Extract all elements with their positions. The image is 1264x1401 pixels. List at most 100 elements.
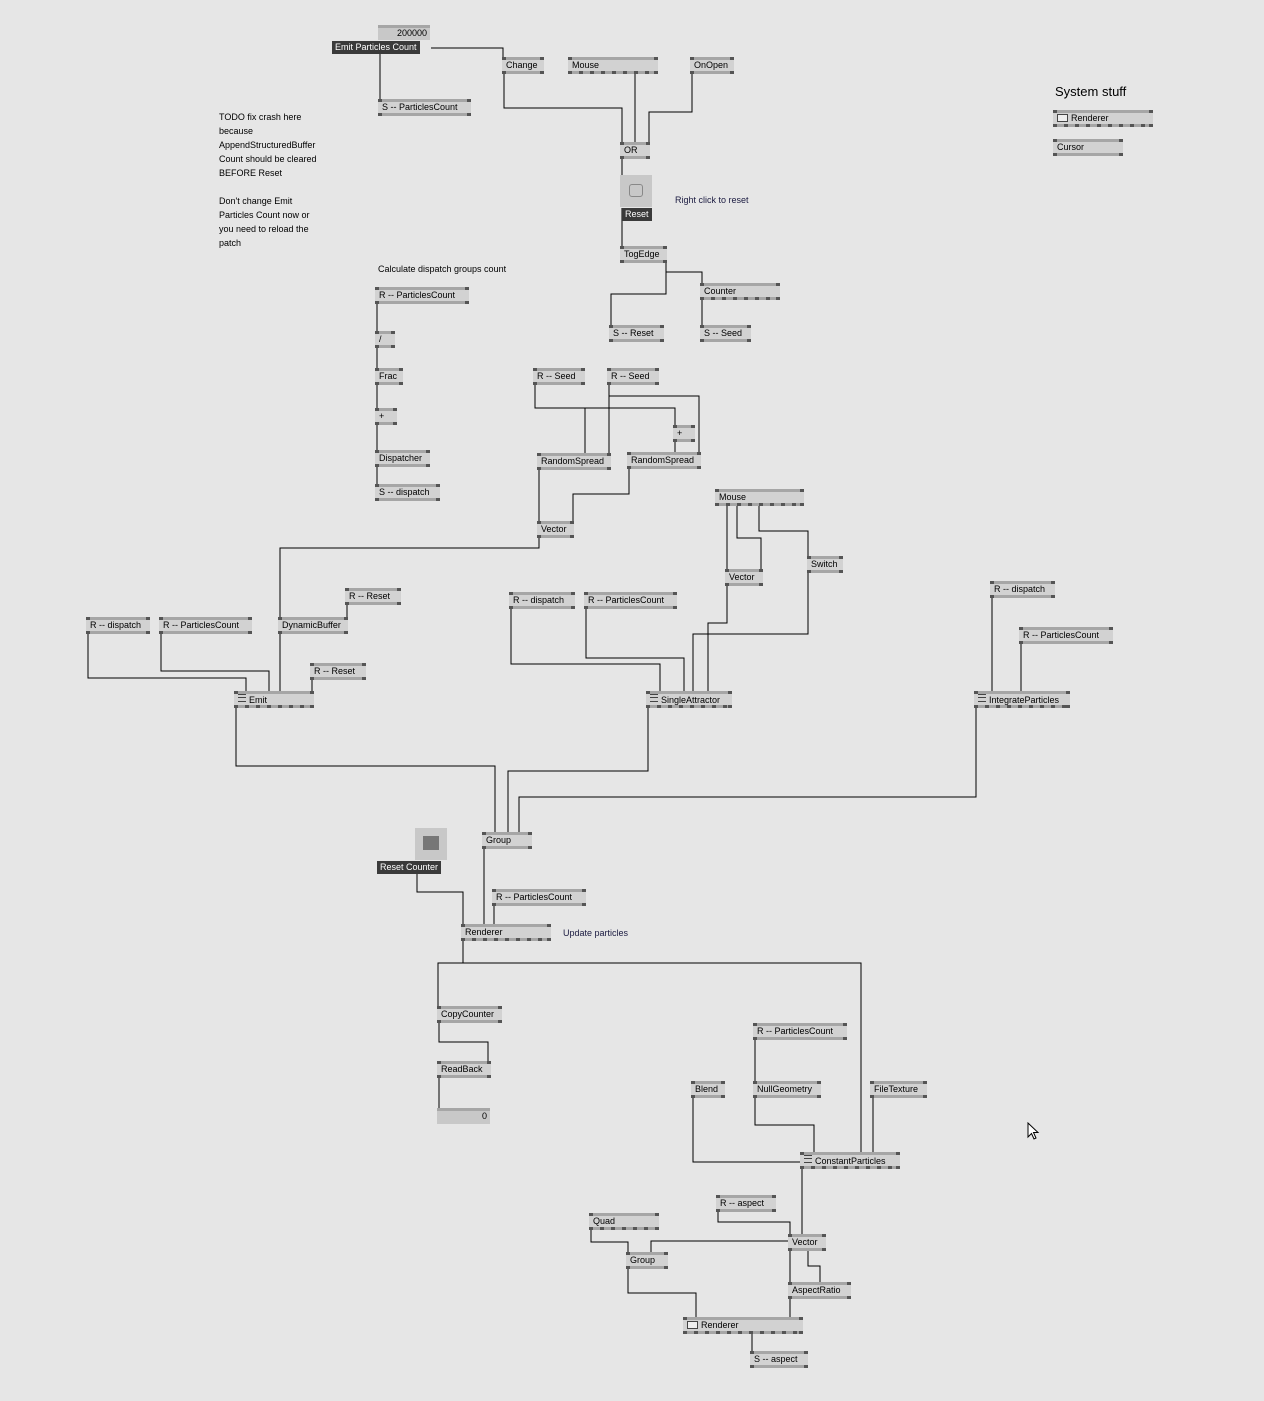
- output-pins[interactable]: [700, 297, 780, 300]
- wire[interactable]: [437, 940, 464, 1006]
- output-pins[interactable]: [375, 345, 395, 348]
- node-filetexture[interactable]: FileTexture: [870, 1081, 927, 1098]
- reset-bang-button[interactable]: [620, 175, 652, 207]
- node-nullgeometry[interactable]: NullGeometry: [753, 1081, 821, 1098]
- input-pins[interactable]: [375, 368, 403, 371]
- input-pins[interactable]: [537, 521, 574, 524]
- node-randomspread1[interactable]: RandomSpread: [537, 453, 611, 470]
- wire[interactable]: [692, 1097, 802, 1163]
- input-pins[interactable]: [620, 142, 650, 145]
- node-emit[interactable]: Emit: [234, 691, 314, 708]
- output-pins[interactable]: [1053, 153, 1123, 156]
- node-r-seed1[interactable]: R -- Seed: [533, 368, 585, 385]
- input-pins[interactable]: [715, 489, 804, 492]
- node-sys-cursor[interactable]: Cursor: [1053, 139, 1123, 156]
- output-pins[interactable]: [1053, 124, 1153, 127]
- input-pins[interactable]: [974, 691, 1070, 694]
- node-togedge[interactable]: TogEdge: [620, 246, 667, 263]
- input-pins[interactable]: [673, 425, 695, 428]
- wire[interactable]: [585, 608, 685, 691]
- wire[interactable]: [518, 707, 977, 832]
- node-dispatcher[interactable]: Dispatcher: [375, 450, 430, 467]
- node-r-reset1[interactable]: R -- Reset: [345, 588, 401, 605]
- input-pins[interactable]: [533, 368, 585, 371]
- output-pins[interactable]: [609, 339, 664, 342]
- input-pins[interactable]: [788, 1282, 851, 1285]
- input-pins[interactable]: [700, 325, 751, 328]
- input-pins[interactable]: [310, 663, 366, 666]
- node-plus2[interactable]: +: [673, 425, 695, 442]
- input-pins[interactable]: [375, 408, 397, 411]
- output-pins[interactable]: [807, 570, 843, 573]
- node-vector1[interactable]: Vector: [537, 521, 574, 538]
- readback-value-numbox[interactable]: 0: [437, 1108, 490, 1124]
- node-change[interactable]: Change: [502, 57, 544, 74]
- input-pins[interactable]: [375, 287, 469, 290]
- node-mouse1[interactable]: Mouse: [568, 57, 658, 74]
- node-dynamicbuffer[interactable]: DynamicBuffer: [278, 617, 348, 634]
- wire[interactable]: [279, 537, 540, 617]
- node-r-pc5[interactable]: R -- ParticlesCount: [492, 889, 586, 906]
- output-pins[interactable]: [502, 71, 544, 74]
- input-pins[interactable]: [690, 57, 734, 60]
- wire[interactable]: [431, 47, 504, 57]
- node-singleattractor[interactable]: SingleAttractor: [646, 691, 732, 708]
- wire[interactable]: [650, 1240, 790, 1252]
- output-pins[interactable]: [375, 382, 403, 385]
- output-pins[interactable]: [537, 467, 611, 470]
- output-pins[interactable]: [753, 1095, 821, 1098]
- node-r-pc1[interactable]: R -- ParticlesCount: [375, 287, 469, 304]
- node-s-seed[interactable]: S -- Seed: [700, 325, 751, 342]
- output-pins[interactable]: [607, 382, 659, 385]
- input-pins[interactable]: [345, 588, 401, 591]
- input-pins[interactable]: [278, 617, 348, 620]
- wire[interactable]: [438, 1022, 489, 1061]
- input-pins[interactable]: [437, 1061, 491, 1064]
- input-pins[interactable]: [234, 691, 314, 694]
- node-mouse2[interactable]: Mouse: [715, 489, 804, 506]
- input-pins[interactable]: [753, 1023, 847, 1026]
- wire[interactable]: [507, 707, 649, 832]
- input-pins[interactable]: [482, 832, 532, 835]
- input-pins[interactable]: [691, 1081, 725, 1084]
- node-quad[interactable]: Quad: [589, 1213, 659, 1230]
- node-renderer2[interactable]: Renderer: [683, 1317, 803, 1334]
- node-r-reset2[interactable]: R -- Reset: [310, 663, 366, 680]
- output-pins[interactable]: [375, 464, 430, 467]
- node-counter[interactable]: Counter: [700, 283, 780, 300]
- input-pins[interactable]: [1019, 627, 1113, 630]
- node-sys-renderer[interactable]: Renderer: [1053, 110, 1153, 127]
- wire[interactable]: [665, 262, 703, 283]
- input-pins[interactable]: [1053, 110, 1153, 113]
- input-pins[interactable]: [870, 1081, 927, 1084]
- output-pins[interactable]: [86, 631, 150, 634]
- output-pins[interactable]: [700, 339, 751, 342]
- wire[interactable]: [235, 707, 496, 832]
- input-pins[interactable]: [627, 452, 701, 455]
- node-vector3[interactable]: Vector: [788, 1234, 826, 1251]
- wire[interactable]: [758, 505, 809, 556]
- input-pins[interactable]: [437, 1006, 502, 1009]
- node-r-dispatch3[interactable]: R -- dispatch: [990, 581, 1055, 598]
- node-s-particlescount[interactable]: S -- ParticlesCount: [378, 99, 471, 116]
- node-s-dispatch[interactable]: S -- dispatch: [375, 484, 440, 501]
- output-pins[interactable]: [788, 1248, 826, 1251]
- node-aspectratio[interactable]: AspectRatio: [788, 1282, 851, 1299]
- wire[interactable]: [87, 633, 247, 691]
- output-pins[interactable]: [159, 631, 252, 634]
- input-pins[interactable]: [375, 484, 440, 487]
- output-pins[interactable]: [753, 1037, 847, 1040]
- input-pins[interactable]: [584, 592, 677, 595]
- output-pins[interactable]: [683, 1331, 803, 1334]
- input-pins[interactable]: [492, 889, 586, 892]
- input-pins[interactable]: [753, 1081, 821, 1084]
- input-pins[interactable]: [607, 368, 659, 371]
- node-constantparticles[interactable]: ConstantParticles: [800, 1152, 900, 1169]
- output-pins[interactable]: [584, 606, 677, 609]
- emit-count-numbox[interactable]: 200000: [378, 25, 430, 40]
- output-pins[interactable]: [310, 677, 366, 680]
- input-pins[interactable]: [990, 581, 1055, 584]
- output-pins[interactable]: [870, 1095, 927, 1098]
- output-pins[interactable]: [620, 156, 650, 159]
- input-pins[interactable]: [502, 57, 544, 60]
